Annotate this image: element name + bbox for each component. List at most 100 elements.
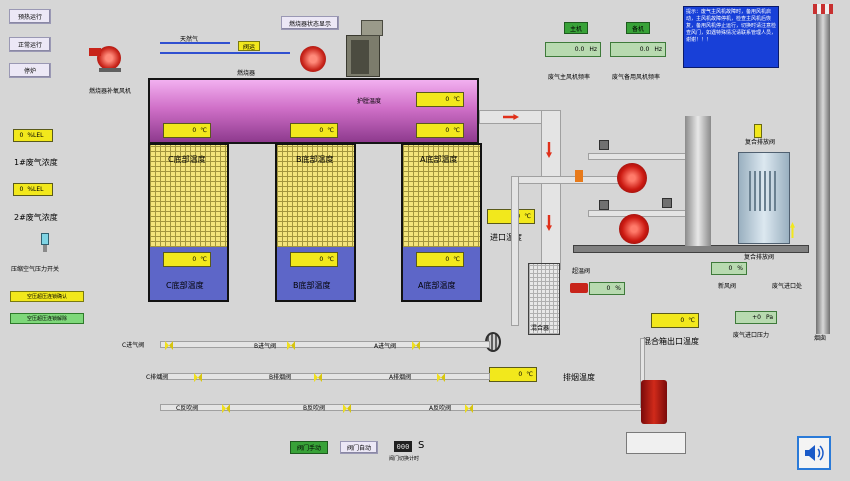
- burner-head: [361, 20, 383, 36]
- pressure-switch-icon: [40, 233, 50, 253]
- b-blowback-valve-label: B反吹阀: [303, 405, 326, 412]
- mix-outlet-temp-unit: ℃: [688, 317, 695, 324]
- speaker-button[interactable]: [797, 436, 831, 470]
- mix-outlet-temp-label: 混合箱出口温度: [643, 337, 699, 346]
- super-valve-display: 0%: [589, 282, 625, 295]
- main-fan-button[interactable]: 主机: [564, 22, 588, 34]
- blowback-fan-icon: [641, 380, 667, 424]
- oxygen-fan-icon: [89, 44, 125, 74]
- burner-fan-icon: [300, 46, 326, 72]
- timer-display: 000: [394, 441, 412, 452]
- timer-unit: S: [418, 440, 425, 451]
- chamber-c-top-value: 0: [192, 127, 197, 134]
- chamber-b: [275, 143, 356, 302]
- a-inlet-valve-icon[interactable]: [412, 340, 420, 351]
- lel2-value: 0: [19, 186, 24, 193]
- unit: ℃: [453, 256, 460, 263]
- exhaust-temp-display: 0℃: [489, 367, 537, 382]
- speaker-icon: [805, 445, 824, 461]
- b-exhaust-valve-icon[interactable]: [314, 372, 322, 383]
- valve-icon[interactable]: [599, 200, 609, 210]
- new-air-label: 新风阀: [718, 283, 737, 290]
- pipe-h3: [588, 210, 698, 217]
- backup-fan-freq-label: 废气备用风机频率: [612, 74, 661, 81]
- backup-fan-freq-value: 0.0: [639, 46, 650, 53]
- b-inlet-valve-label: B进气阀: [254, 343, 277, 350]
- scrubber: [738, 152, 790, 244]
- emergency-valve-icon[interactable]: [754, 124, 762, 138]
- backup-fan-button[interactable]: 备机: [626, 22, 650, 34]
- valve-icon[interactable]: [599, 140, 609, 150]
- c-exhaust-valve-icon[interactable]: [194, 372, 202, 383]
- lel2-unit: %LEL: [27, 186, 44, 193]
- c-inlet-valve-icon[interactable]: [165, 340, 173, 351]
- chamber-b-top-label: B底部温度: [296, 155, 334, 164]
- chamber-c-bottom-value: 0: [192, 256, 197, 263]
- a-blowback-valve-icon[interactable]: [465, 403, 473, 414]
- unit: ℃: [327, 256, 334, 263]
- chamber-b-bottom-value: 0: [319, 256, 324, 263]
- main-fan-freq-unit: Hz: [589, 46, 597, 53]
- furnace-temp-value: 0: [445, 96, 450, 103]
- mix-outlet-temp-value: 0: [680, 317, 685, 324]
- pipe-h1: [511, 176, 621, 184]
- main-fan-freq-label: 废气主风机频率: [548, 74, 591, 81]
- overpressure-release-button[interactable]: 空压超压连锁解除: [10, 313, 84, 324]
- super-valve-icon[interactable]: [570, 283, 588, 293]
- blowback-manifold: [160, 404, 650, 411]
- c-inlet-valve-label: C进气阀: [122, 342, 145, 349]
- chimney-top: [813, 4, 833, 14]
- a-exhaust-valve-icon[interactable]: [437, 372, 445, 383]
- info-note: 提示：废气主风机故障时，备用风机启动，主风机故障停机，检查主风机后恢复，备用风机…: [683, 6, 779, 68]
- lel1-unit: %LEL: [27, 132, 44, 139]
- timer-label: 阀门切换计时: [389, 456, 420, 462]
- new-air-value: 0: [728, 265, 733, 272]
- a-exhaust-valve-label: A排烟阀: [389, 374, 412, 381]
- preheat-button[interactable]: 预热运行: [9, 9, 51, 24]
- flow-arrow-icon: [503, 114, 519, 120]
- stop-button[interactable]: 停炉: [9, 63, 51, 78]
- c-exhaust-valve-label: C排烟阀: [146, 374, 169, 381]
- chamber-c-bottom-display: 0℃: [163, 252, 211, 267]
- lel1-display: 0%LEL: [13, 129, 53, 142]
- normal-run-button[interactable]: 正常运行: [9, 37, 51, 52]
- gas-valve-tag[interactable]: 阀运: [238, 41, 260, 51]
- vertical-duct: [541, 110, 561, 270]
- c-blowback-valve-icon[interactable]: [222, 403, 230, 414]
- exhaust-temp-unit: ℃: [526, 371, 533, 378]
- chamber-c-top-label: C底部温度: [168, 155, 206, 164]
- chamber-a-bottom-label: A底部温度: [418, 281, 456, 290]
- flow-arrow-icon: [546, 215, 552, 231]
- main-fan-icon: [617, 163, 647, 193]
- chimney-label: 烟囱: [814, 335, 827, 342]
- mixer: [528, 263, 560, 335]
- exhaust-inlet-pressure-value: +0: [752, 314, 761, 321]
- unit: ℃: [453, 127, 460, 134]
- unit: ℃: [200, 256, 207, 263]
- overpressure-confirm-button[interactable]: 空压超压连锁确认: [10, 291, 84, 302]
- chamber-b-bottom-label: B底部温度: [293, 281, 331, 290]
- inlet-temp-unit: ℃: [524, 213, 531, 220]
- unit: ℃: [200, 127, 207, 134]
- lel1-label: 1#废气浓度: [14, 158, 58, 167]
- exhaust-inlet-pressure-unit: Pa: [765, 314, 773, 321]
- burner-box: [346, 35, 380, 77]
- valve-manual-button[interactable]: 阀门手动: [290, 441, 328, 454]
- chamber-a: [401, 143, 482, 302]
- chamber-c: [148, 143, 229, 302]
- chamber-a-bottom-value: 0: [445, 256, 450, 263]
- mixer-label: 混合器: [531, 325, 550, 332]
- furnace-temp-display: 0℃: [416, 92, 464, 107]
- b-inlet-valve-icon[interactable]: [287, 340, 295, 351]
- exhaust-inlet-pressure-label: 废气进口压力: [733, 332, 770, 339]
- chamber-c-top-display: 0℃: [163, 123, 211, 138]
- b-blowback-valve-icon[interactable]: [343, 403, 351, 414]
- oxygen-fan-label: 燃烧器补氧风机: [89, 88, 132, 95]
- valve-icon[interactable]: [662, 198, 672, 208]
- blowback-fan-base: [626, 432, 686, 454]
- burner-status-button[interactable]: 燃烧器状态显示: [281, 16, 339, 30]
- valve-auto-button[interactable]: 阀门自动: [340, 441, 378, 454]
- super-valve-value: 0: [606, 285, 611, 292]
